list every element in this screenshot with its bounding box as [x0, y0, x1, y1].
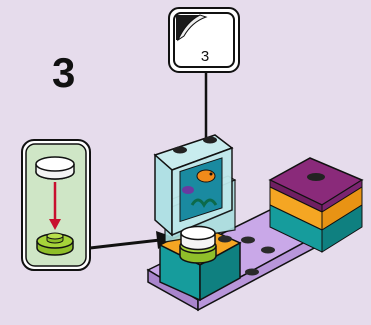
part-callout: 3 — [169, 8, 239, 72]
part-count-label: 3 — [201, 48, 209, 65]
submodel-callout — [22, 140, 90, 270]
lime-round-plate-icon — [37, 233, 73, 255]
placed-round-tile — [180, 227, 216, 264]
round-tile-icon — [36, 157, 74, 179]
